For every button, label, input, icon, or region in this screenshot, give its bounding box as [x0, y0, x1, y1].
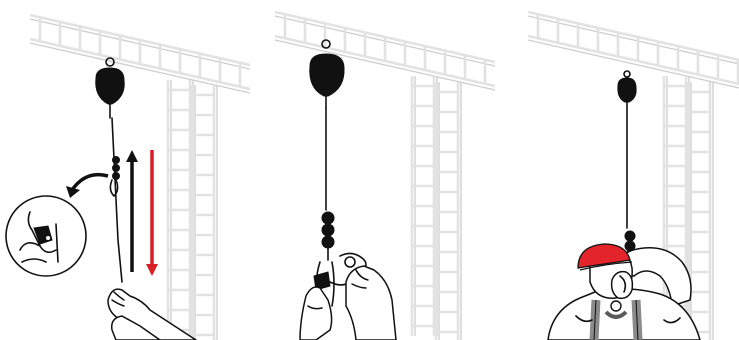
panel-2: [275, 12, 495, 340]
ladder-frame-1: [30, 15, 250, 340]
magnifier-inset-icon: [6, 196, 86, 276]
curved-arrow-icon: [66, 175, 108, 198]
panel-3: [528, 12, 739, 340]
arrow-up-icon: [126, 150, 138, 272]
retractable-lifeline-1: [96, 58, 125, 282]
retractable-lifeline-2: [310, 40, 344, 260]
hands-1: [108, 289, 196, 340]
panel-1: [6, 15, 250, 340]
arrow-down-icon: [146, 150, 158, 276]
worker-3: [548, 244, 700, 340]
